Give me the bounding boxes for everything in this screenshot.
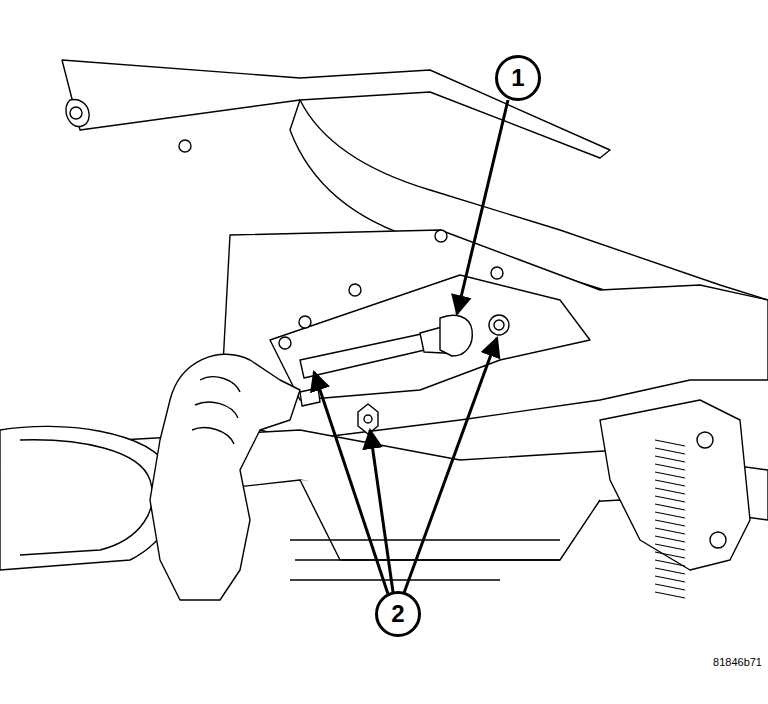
leader-lines	[314, 100, 508, 594]
callout-number: 1	[511, 66, 524, 90]
chassis-lines	[0, 60, 768, 600]
callout-circle: 2	[375, 591, 421, 637]
figure-code: 81846b71	[713, 656, 762, 668]
callout-number: 2	[391, 602, 404, 626]
coil-spring	[655, 440, 685, 598]
callout-circle: 1	[495, 55, 541, 101]
